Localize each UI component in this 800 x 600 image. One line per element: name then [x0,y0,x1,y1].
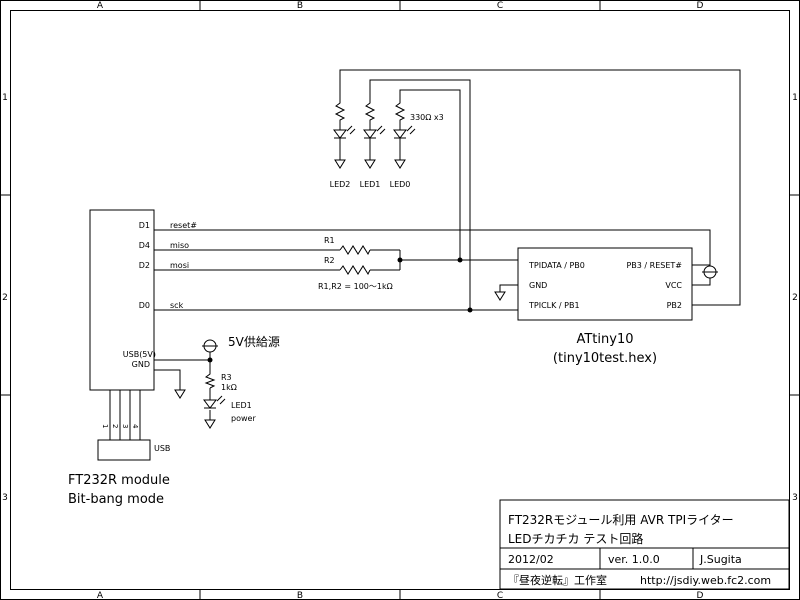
power-led [203,395,226,429]
attiny-name: ATtiny10 [576,332,633,347]
title-studio: 『昼夜逆転』工作室 [508,573,607,587]
row-label-3-right: 3 [792,493,798,503]
title-date: 2012/02 [508,553,554,566]
ft-pin-d4: D4 [139,241,150,250]
supply-symbol [202,339,218,353]
attiny-gnd-symbol [494,291,506,301]
wires [154,69,741,420]
usb-label: USB [154,444,170,453]
ft-pin-d0: D0 [139,301,150,310]
title-block [499,499,790,590]
row-label-3-left: 3 [2,493,8,503]
net-label-sck: sck [170,301,184,310]
col-label-c-bottom: C [497,591,503,600]
led1-branch [363,100,386,169]
row-label-1-left: 1 [2,93,8,103]
attiny-pin-pb3: PB3 / RESET# [626,261,682,270]
usb-connector: 1 2 3 4 USB [97,390,170,461]
power-led-label: LED1 [231,401,252,410]
row-label-2-right: 2 [792,293,798,303]
attiny-pin-tpiclk: TPICLK / PB1 [528,301,580,310]
title-line2: LEDチカチカ テスト回路 [508,531,643,546]
ft-pin-usb5v: USB(5V) [123,350,156,359]
power-led-note: power [231,414,256,423]
r1-label: R1 [324,236,335,245]
col-label-d-top: D [697,1,704,11]
r2-label: R2 [324,256,335,265]
led2-branch [333,100,356,169]
attiny-pin-tpidata: TPIDATA / PB0 [528,261,585,270]
title-author: J.Sugita [699,553,742,566]
led0-branch [393,100,416,169]
attiny-hex: (tiny10test.hex) [553,351,657,366]
attiny10-chip: TPIDATA / PB0 GND TPICLK / PB1 PB3 / RES… [517,247,693,321]
resistor-r3 [204,372,216,389]
ft-pin-d2: D2 [139,261,150,270]
ft232r-caption-line1: FT232R module [68,473,170,488]
row-label-2-left: 2 [2,293,8,303]
usb-pin-4: 4 [131,424,139,429]
attiny-pin-pb2: PB2 [667,301,682,310]
attiny-pin-vcc: VCC [665,281,682,290]
title-url: http://jsdiy.web.fc2.com [640,574,771,587]
led-resistor-value: 330Ω x3 [410,113,444,122]
row-label-1-right: 1 [792,93,798,103]
ft-gnd-symbol [174,389,186,399]
resistor-r2 [339,265,371,276]
usb-pin-2: 2 [111,424,119,428]
usb-pin-1: 1 [101,424,109,428]
junction-dots [207,257,473,363]
led2-label: LED2 [330,180,351,189]
led1-label: LED1 [360,180,381,189]
ft232r-caption-line2: Bit-bang mode [68,492,164,507]
title-line1: FT232Rモジュール利用 AVR TPIライター [508,513,734,527]
usb-pin-3: 3 [121,424,129,428]
net-label-miso: miso [170,241,189,250]
r3-label: R3 [221,373,232,382]
title-version: ver. 1.0.0 [608,553,660,566]
ft-pin-gnd: GND [132,360,150,369]
attiny-vcc-symbol [702,265,718,279]
col-label-c-top: C [497,1,503,11]
col-label-a-top: A [97,1,104,11]
ft232r-module: D1 D4 D2 D0 USB(5V) GND [89,209,156,391]
col-label-a-bottom: A [97,591,104,600]
col-label-b-top: B [297,1,303,11]
net-label-reset: reset# [170,221,197,230]
col-label-b-bottom: B [297,591,303,600]
led0-label: LED0 [390,180,411,189]
attiny-pin-gnd: GND [529,281,547,290]
col-label-d-bottom: D [697,591,704,600]
r12-value-label: R1,R2 = 100～1kΩ [318,282,393,291]
ft-pin-d1: D1 [139,221,150,230]
net-label-mosi: mosi [170,261,189,270]
r3-value-label: 1kΩ [221,383,237,392]
supply-label: 5V供給源 [228,335,280,349]
resistor-r1 [339,245,371,256]
